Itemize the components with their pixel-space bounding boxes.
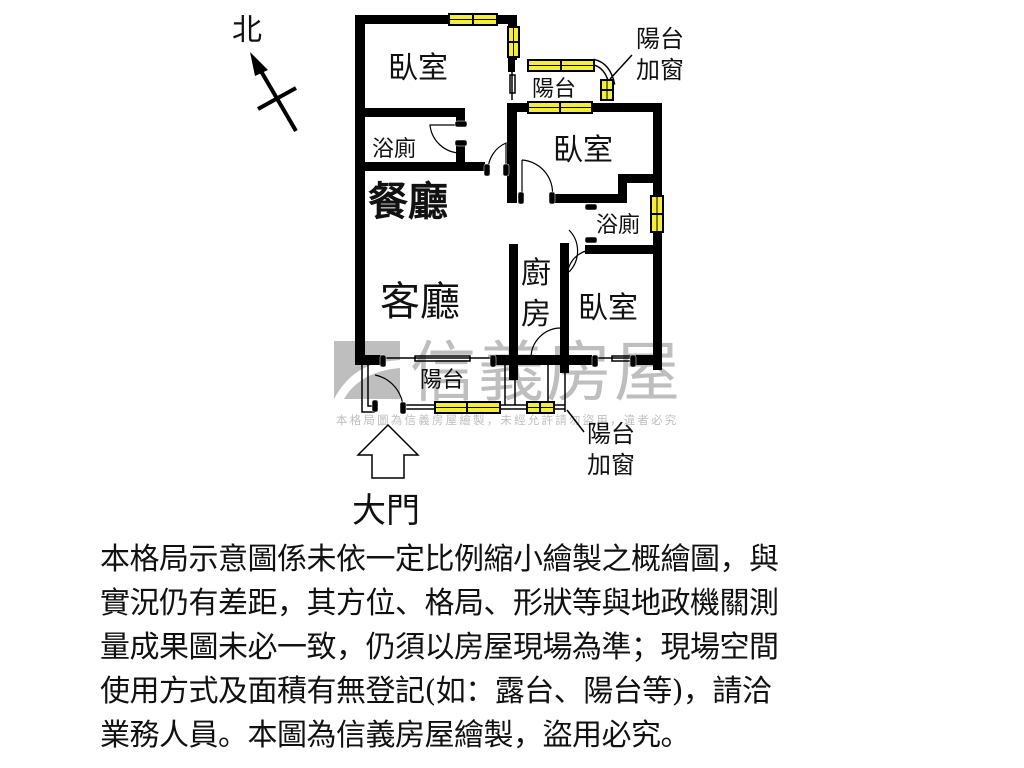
room-label-bathroom-2: 浴廁 [596, 213, 640, 238]
door-hinges [371, 120, 637, 415]
disclaimer-line: 量成果圖未必一致，仍須以房屋現場為準；現場空間 [100, 630, 779, 665]
room-labels: 臥室 浴廁 餐廳 客廳 陽台 臥室 浴廁 廚 房 臥室 陽台 [368, 51, 640, 393]
kitchen-char-1: 廚 [521, 256, 551, 291]
entrance-label: 大門 [352, 491, 420, 531]
room-label-bathroom-1: 浴廁 [372, 137, 416, 162]
room-label-dining: 餐廳 [368, 178, 448, 225]
watermark-notice: 本格局圖為信義房屋繪製，未經允許請勿盜用，違者必究 [336, 413, 679, 427]
room-label-bedroom-3: 臥室 [578, 291, 638, 326]
room-label-balcony-top: 陽台 [532, 77, 576, 102]
disclaimer-line: 本格局示意圖係未依一定比例縮小繪製之概繪圖，與 [100, 542, 779, 577]
disclaimer-line: 業務人員。本圖為信義房屋繪製，盜用必究。 [100, 718, 691, 753]
north-arrow-icon [250, 52, 298, 133]
room-label-bedroom-1: 臥室 [388, 51, 448, 86]
compass-north-label: 北 [232, 13, 262, 48]
watermark-brand: 信義房屋 [410, 334, 682, 411]
room-label-kitchen: 廚 房 [521, 256, 561, 332]
annotation-leaders [566, 54, 633, 433]
annotations: 陽台 加窗 陽台 加窗 [587, 25, 684, 479]
annotation-bottom-line1: 陽台 [587, 420, 635, 448]
annotation-bottom-line2: 加窗 [587, 451, 635, 479]
watermark: 信義房屋 本格局圖為信義房屋繪製，未經允許請勿盜用，違者必究 [334, 334, 682, 427]
annotation-top-line2: 加窗 [636, 56, 684, 84]
annotation-top-line1: 陽台 [636, 25, 684, 53]
brand-logo-icon [334, 341, 400, 399]
kitchen-char-2: 房 [521, 297, 551, 332]
compass: 北 [232, 13, 298, 133]
room-label-bedroom-2: 臥室 [553, 133, 613, 168]
entrance-arrow-icon [356, 423, 420, 479]
disclaimer-line: 使用方式及面積有無登記(如：露台、陽台等)，請洽 [100, 674, 772, 709]
floor-plan: 信義房屋 本格局圖為信義房屋繪製，未經允許請勿盜用，違者必究 北 [232, 13, 684, 531]
disclaimer-line: 實況仍有差距，其方位、格局、形狀等與地政機關測 [100, 586, 779, 621]
windows [434, 13, 664, 414]
disclaimer-text: 本格局示意圖係未依一定比例縮小繪製之概繪圖，與 實況仍有差距，其方位、格局、形狀… [100, 538, 940, 758]
room-label-living: 客廳 [380, 279, 460, 325]
room-label-balcony-bottom: 陽台 [420, 368, 464, 393]
